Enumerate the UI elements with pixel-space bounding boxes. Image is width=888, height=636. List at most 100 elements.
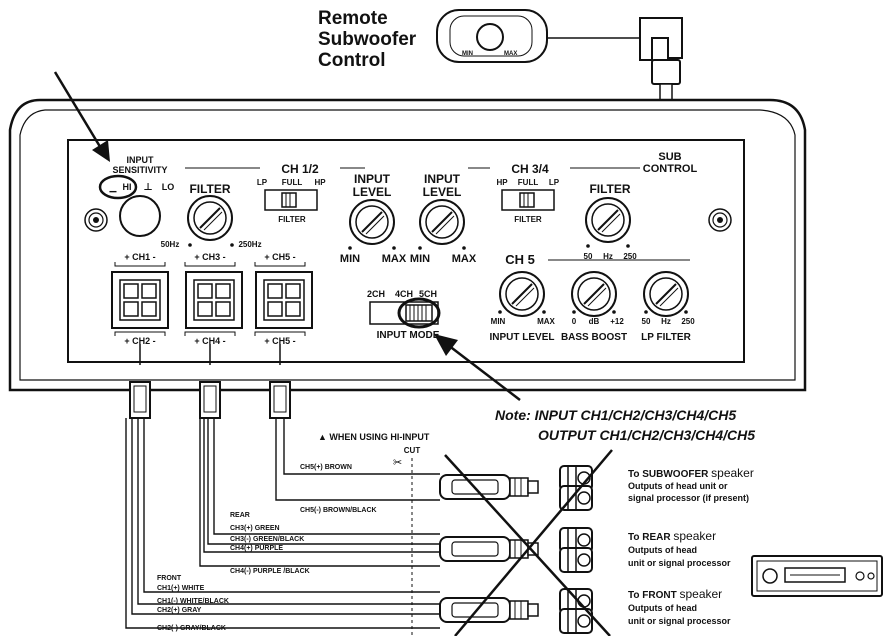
svg-text:4CH: 4CH <box>395 289 413 299</box>
ch12-input-level-knob[interactable] <box>349 199 395 245</box>
svg-text:5CH: 5CH <box>419 289 437 299</box>
svg-text:MAX: MAX <box>504 51 517 57</box>
svg-text:FULL: FULL <box>518 178 539 187</box>
svg-text:FILTER: FILTER <box>514 215 542 224</box>
cross-out-mark <box>444 449 613 636</box>
svg-text:BASS BOOST: BASS BOOST <box>561 332 627 343</box>
svg-text:250Hz: 250Hz <box>238 240 261 249</box>
svg-text:MAX: MAX <box>452 253 477 265</box>
svg-text:LEVEL: LEVEL <box>423 185 462 199</box>
svg-text:Subwoofer: Subwoofer <box>318 29 417 50</box>
svg-text:+ CH5 -: + CH5 - <box>264 252 295 262</box>
ch34-input-level-knob[interactable] <box>419 199 465 245</box>
input-sensitivity-switch[interactable] <box>119 195 161 237</box>
svg-text:⊥: ⊥ <box>143 182 152 193</box>
ch34-filter-label: FILTER <box>589 182 630 196</box>
svg-text:50: 50 <box>584 252 593 261</box>
ch12-filter-knob[interactable] <box>187 195 233 241</box>
svg-text:CH4(-) PURPLE /BLACK: CH4(-) PURPLE /BLACK <box>230 568 310 575</box>
svg-text:unit or signal processor: unit or signal processor <box>628 616 731 626</box>
svg-text:To REAR speaker: To REAR speaker <box>628 529 716 543</box>
ch5-heading: CH 5 <box>505 252 535 267</box>
input-sensitivity-label: INPUT SENSITIVITY ▁ HI ⊥ LO <box>98 155 174 200</box>
svg-text:Outputs of head: Outputs of head <box>628 545 697 555</box>
svg-text:MIN: MIN <box>340 253 360 265</box>
input-mode-switch[interactable] <box>369 297 441 329</box>
svg-text:50: 50 <box>642 317 651 326</box>
scissors-icon: ✂ <box>393 456 402 469</box>
ch34-filter-knob[interactable] <box>585 197 631 243</box>
svg-text:FULL: FULL <box>282 178 303 187</box>
svg-text:Outputs of head: Outputs of head <box>628 603 697 613</box>
svg-text:FILTER: FILTER <box>278 215 306 224</box>
ch5-input-level-knob[interactable] <box>499 271 545 317</box>
head-unit-icon <box>751 555 883 597</box>
svg-text:HP: HP <box>496 178 508 187</box>
svg-text:50Hz: 50Hz <box>161 240 180 249</box>
ch12-input-level-label: INPUT LEVEL <box>353 172 392 199</box>
svg-text:CH2(+) GRAY: CH2(+) GRAY <box>157 607 202 614</box>
svg-text:+ CH5 -: + CH5 - <box>264 336 295 346</box>
sub-control-label: SUB CONTROL <box>643 151 698 175</box>
svg-text:INPUT: INPUT <box>354 172 391 186</box>
pointer-arrow-input-mode <box>447 344 521 401</box>
dest-rear: To REAR speaker Outputs of head unit or … <box>628 529 731 568</box>
svg-text:dB: dB <box>589 317 600 326</box>
svg-text:Outputs of head unit or: Outputs of head unit or <box>628 481 728 491</box>
svg-text:signal processor (if present): signal processor (if present) <box>628 493 749 503</box>
pointer-arrow-sensitivity <box>53 71 104 151</box>
svg-text:Control: Control <box>318 50 386 71</box>
harness-wires <box>125 418 440 629</box>
svg-text:+ CH4 -: + CH4 - <box>194 336 225 346</box>
svg-text:LP FILTER: LP FILTER <box>641 332 691 343</box>
svg-text:+ CH1 -: + CH1 - <box>124 252 155 262</box>
bass-boost-knob[interactable] <box>571 271 617 317</box>
svg-text:250: 250 <box>681 317 695 326</box>
ch1-ch2-connector: + CH1 - + CH2 - <box>111 252 169 346</box>
amplifier-housing <box>8 98 807 392</box>
svg-text:LP: LP <box>549 178 560 187</box>
lp-filter-knob[interactable] <box>643 271 689 317</box>
ch1-ch2-harness-plug <box>129 381 151 419</box>
svg-text:+ CH3 -: + CH3 - <box>194 252 225 262</box>
svg-text:Remote: Remote <box>318 8 388 29</box>
svg-text:MIN: MIN <box>462 51 473 57</box>
dest-front: To FRONT speaker Outputs of head unit or… <box>628 587 731 626</box>
svg-text:HI: HI <box>123 182 132 192</box>
svg-text:To SUBWOOFER speaker: To SUBWOOFER speaker <box>628 466 754 480</box>
svg-text:LEVEL: LEVEL <box>353 185 392 199</box>
svg-text:FRONT: FRONT <box>157 575 182 582</box>
svg-text:250: 250 <box>623 252 637 261</box>
panel-screw-right <box>708 208 732 232</box>
svg-text:HP: HP <box>314 178 326 187</box>
ch34-input-level-label: INPUT LEVEL <box>423 172 462 199</box>
svg-text:SENSITIVITY: SENSITIVITY <box>112 165 167 175</box>
ch12-filter-switch[interactable] <box>264 189 318 211</box>
ch3-ch4-connector: + CH3 - + CH4 - <box>184 252 243 346</box>
svg-text:CH2(-) GRAY/BLACK: CH2(-) GRAY/BLACK <box>157 625 226 632</box>
svg-text:+12: +12 <box>610 317 624 326</box>
remote-control-unit: MIN MAX <box>436 9 548 63</box>
wire-labels: CH5(+) BROWN CH5(-) BROWN/BLACK REAR CH3… <box>157 464 377 632</box>
svg-text:To FRONT speaker: To FRONT speaker <box>628 587 722 601</box>
svg-text:OUTPUT CH1/CH2/CH3/CH4/CH5: OUTPUT CH1/CH2/CH3/CH4/CH5 <box>538 427 755 443</box>
svg-text:CH1(-) WHITE/BLACK: CH1(-) WHITE/BLACK <box>157 598 229 605</box>
svg-text:CH5(+) BROWN: CH5(+) BROWN <box>300 464 352 471</box>
svg-text:2CH: 2CH <box>367 289 385 299</box>
svg-text:MIN: MIN <box>491 317 506 326</box>
hi-input-heading: ▲ WHEN USING HI-INPUT <box>318 432 430 442</box>
ch3-ch4-harness-plug <box>199 381 221 419</box>
svg-text:unit or signal processor: unit or signal processor <box>628 558 731 568</box>
cut-label: CUT <box>404 446 421 455</box>
svg-text:CH4(+) PURPLE: CH4(+) PURPLE <box>230 545 283 552</box>
ch34-filter-switch[interactable] <box>501 189 555 211</box>
sub-rca-plug <box>439 474 539 500</box>
svg-text:INPUT: INPUT <box>127 155 155 165</box>
svg-text:CH3(+) GREEN: CH3(+) GREEN <box>230 525 280 532</box>
ch12-heading: CH 1/2 <box>281 162 319 176</box>
svg-text:Note: INPUT CH1/CH2/CH3/CH4/CH: Note: INPUT CH1/CH2/CH3/CH4/CH5 <box>495 407 736 423</box>
svg-text:INPUT: INPUT <box>424 172 461 186</box>
svg-text:CH3(-) GREEN/BLACK: CH3(-) GREEN/BLACK <box>230 536 304 543</box>
svg-text:MAX: MAX <box>382 253 407 265</box>
